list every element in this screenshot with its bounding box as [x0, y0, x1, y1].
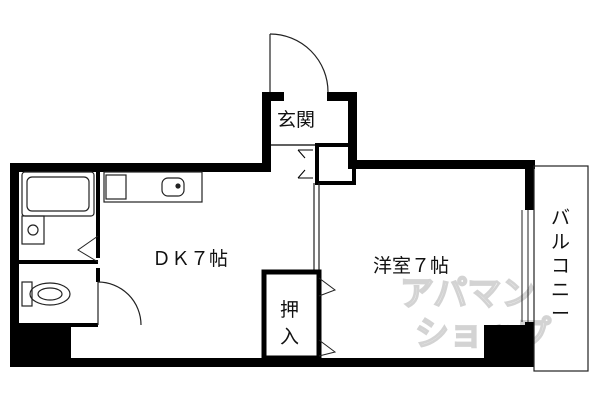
wall-top-right	[355, 160, 535, 169]
wall-left	[10, 163, 19, 367]
wall-entrance-top-left	[262, 92, 284, 101]
label-balcony-char: ー	[551, 303, 570, 325]
toilet	[21, 281, 71, 307]
wall-entrance-top-right	[327, 92, 357, 101]
label-balcony-char: ニ	[551, 279, 570, 301]
bathtub	[21, 171, 95, 217]
label-entrance: 玄関	[277, 109, 315, 131]
label-closet-2: 入	[280, 326, 299, 348]
wall-right-upper	[525, 160, 534, 210]
wall-top-left	[10, 163, 262, 172]
toilet-door	[97, 281, 142, 326]
column-bottom-right	[484, 325, 529, 365]
balcony	[533, 165, 589, 372]
bath-door	[77, 235, 99, 263]
label-balcony-char: ル	[551, 231, 570, 253]
wall-entrance-left	[262, 92, 271, 172]
wall-bottom	[10, 358, 534, 367]
interior-walls	[19, 168, 529, 361]
label-balcony: バ ル コ ニ ー	[551, 207, 570, 325]
label-western-room: 洋室７帖	[373, 255, 449, 277]
label-closet-1: 押	[280, 299, 299, 321]
column-bottom-left	[19, 325, 71, 365]
label-balcony-char: コ	[551, 255, 570, 277]
kitchen-counter	[103, 171, 203, 203]
label-balcony-char: バ	[551, 207, 570, 229]
entrance-step	[271, 143, 356, 185]
outer-walls	[10, 92, 535, 367]
wall-right-lower	[525, 322, 534, 367]
entrance-door	[269, 33, 329, 93]
label-dk: ＤＫ７帖	[152, 248, 228, 270]
watermark-line1: アパマン	[400, 274, 535, 314]
wash-basin	[21, 215, 45, 245]
wall-entrance-right	[348, 92, 357, 169]
